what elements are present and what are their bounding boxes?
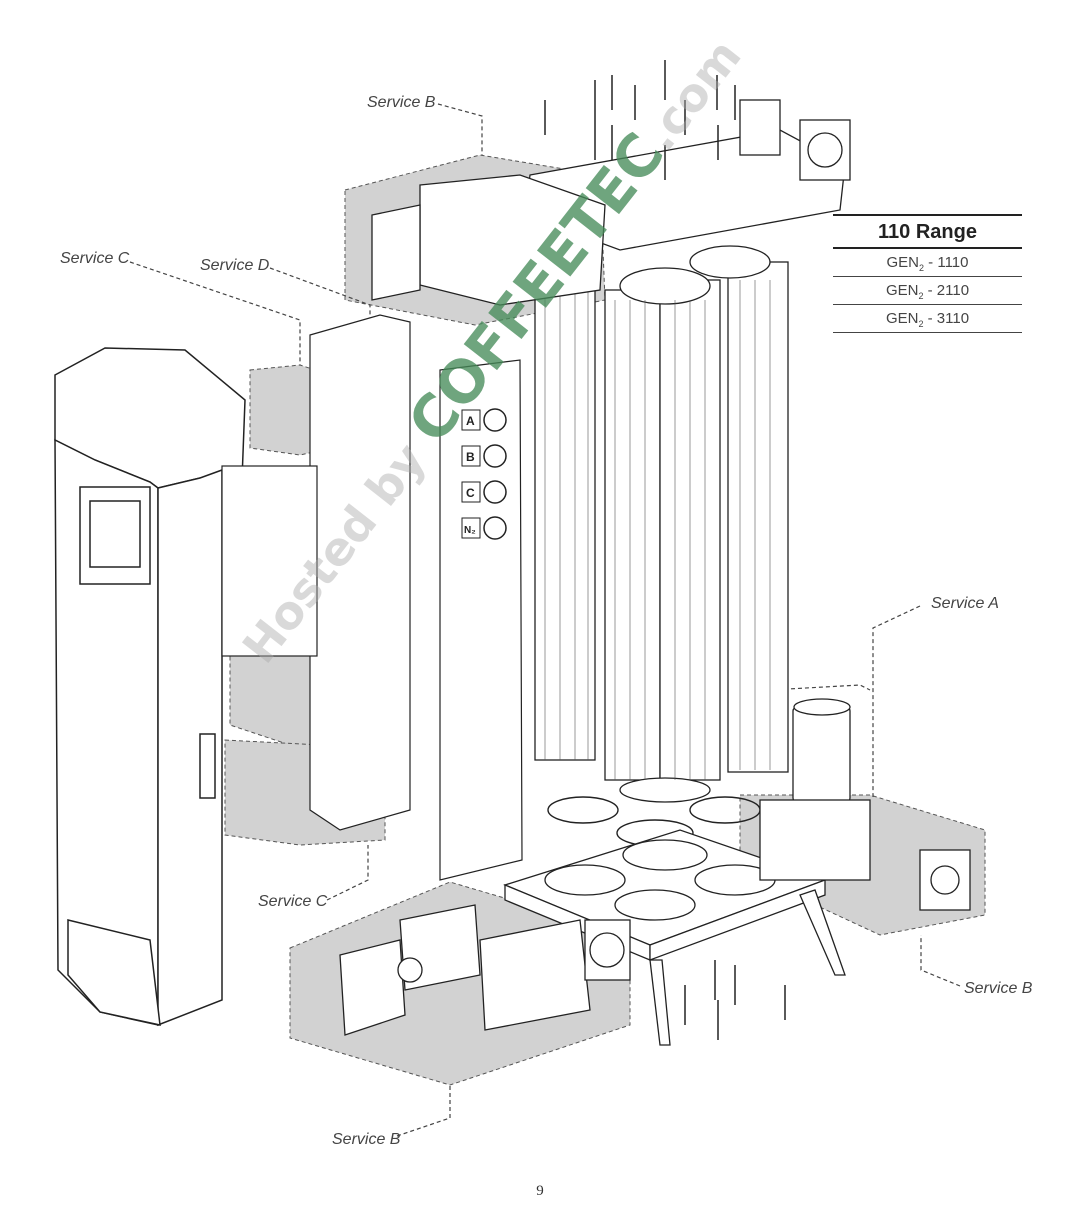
button-label-c: C bbox=[466, 486, 475, 500]
base-plate bbox=[503, 829, 846, 1046]
service-a-label: Service A bbox=[931, 595, 999, 612]
button-label-a: A bbox=[466, 414, 475, 428]
bolts-bottom bbox=[684, 960, 786, 1040]
model-subscript: 2 bbox=[918, 319, 924, 329]
bolts-top bbox=[544, 60, 736, 180]
page-number: 9 bbox=[536, 1183, 544, 1199]
panel-buttons: A B C N₂ bbox=[461, 408, 507, 540]
service-c-bottom-label: Service C bbox=[258, 893, 328, 910]
filter-canister bbox=[759, 698, 971, 911]
service-b-right-label: Service B bbox=[964, 980, 1033, 997]
service-b-bottom-label: Service B bbox=[332, 1131, 401, 1148]
model-subscript: 2 bbox=[919, 263, 925, 273]
button-label-n2: N₂ bbox=[464, 525, 476, 536]
range-model-row: GEN2 - 2110 bbox=[833, 277, 1022, 305]
model-suffix: - 3110 bbox=[923, 310, 970, 327]
bottom-valve-block bbox=[339, 904, 631, 1036]
service-b-top-label: Service B bbox=[367, 94, 436, 111]
top-manifold bbox=[371, 99, 851, 306]
range-model-row: GEN2 - 3110 bbox=[833, 305, 1022, 333]
button-label-b: B bbox=[466, 450, 475, 464]
range-table: 110 Range GEN2 - 1110 GEN2 - 2110 GEN2 -… bbox=[833, 214, 1022, 333]
leader-lines bbox=[129, 103, 961, 1137]
service-d-label: Service D bbox=[200, 257, 270, 274]
model-prefix: GEN bbox=[886, 254, 919, 271]
model-suffix: - 1110 bbox=[924, 254, 969, 271]
cabinet bbox=[54, 347, 246, 1027]
model-prefix: GEN bbox=[885, 310, 919, 327]
columns bbox=[534, 245, 789, 803]
column-fins bbox=[544, 270, 771, 780]
service-c-top-label: Service C bbox=[60, 250, 130, 267]
model-subscript: 2 bbox=[918, 291, 924, 301]
model-suffix: - 2110 bbox=[923, 282, 970, 299]
model-prefix: GEN bbox=[885, 282, 919, 299]
range-table-title: 110 Range bbox=[833, 214, 1022, 249]
range-model-row: GEN2 - 1110 bbox=[833, 249, 1022, 277]
